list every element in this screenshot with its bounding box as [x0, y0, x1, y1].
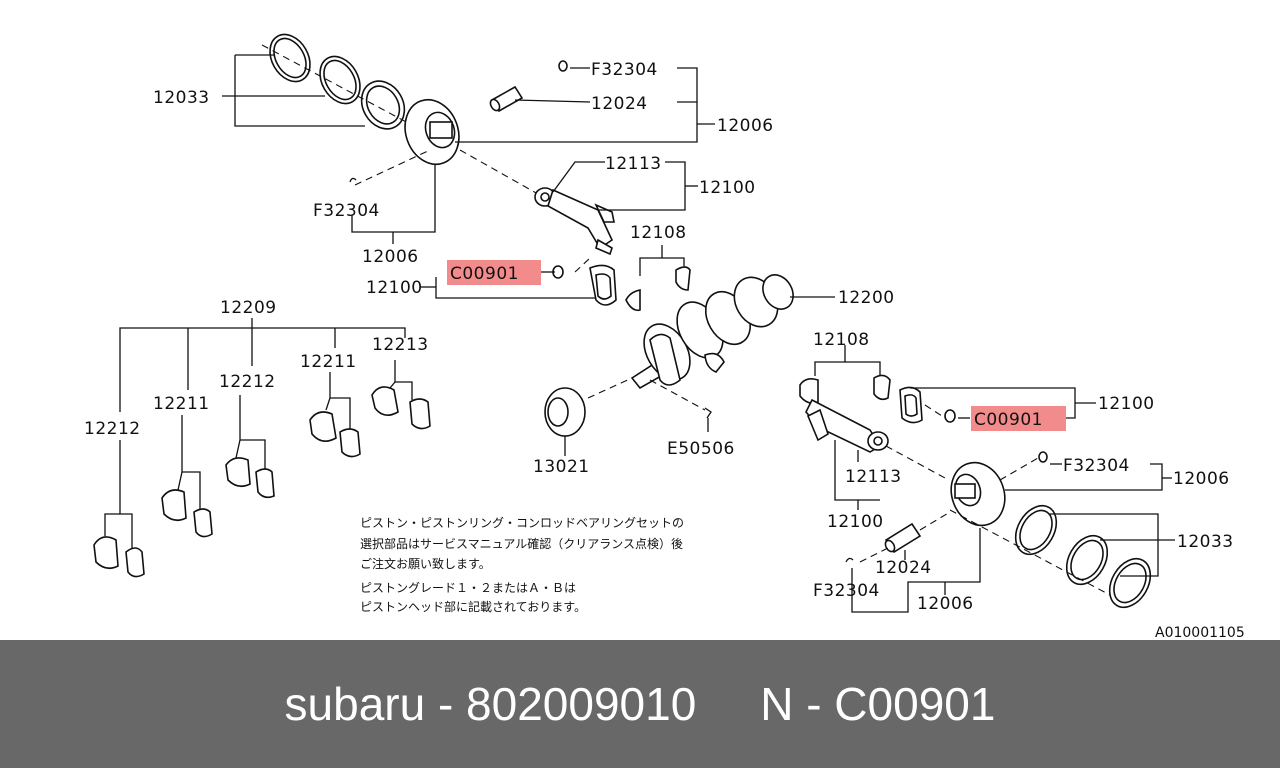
piston-rings-upper: [269, 33, 406, 130]
label-12006: 12006: [1173, 469, 1230, 489]
label-12006: 12006: [362, 247, 419, 267]
snap-ring-icon: [349, 177, 357, 183]
svg-text:ご注文お願い致します。: ご注文お願い致します。: [360, 556, 491, 571]
key-icon: [704, 407, 712, 419]
label-C00901[interactable]: C00901: [450, 264, 519, 284]
rod-cap-upper: [552, 264, 617, 306]
label-12209: 12209: [220, 298, 277, 318]
diagram-code: A010001105: [1155, 625, 1245, 640]
snap-ring-icon: [845, 557, 854, 563]
label-F32304: F32304: [591, 60, 658, 80]
label-F32304: F32304: [1063, 456, 1130, 476]
label-F32304: F32304: [813, 581, 880, 601]
piston-upper: [404, 98, 460, 166]
snap-ring-icon: [558, 60, 568, 72]
label-12113: 12113: [845, 467, 902, 487]
label-12024: 12024: [875, 558, 932, 578]
svg-text:ピストン・ピストンリング・コンロッドベアリングセットの: ピストン・ピストンリング・コンロッドベアリングセットの: [360, 516, 684, 530]
label-13021: 13021: [533, 457, 590, 477]
snap-ring-icon: [1038, 451, 1048, 463]
bearing-12212-a: [225, 457, 275, 499]
bearing-12211-a: [309, 411, 361, 458]
footer-banner: subaru - 802009010 N - C00901: [0, 640, 1280, 768]
label-12211: 12211: [153, 394, 210, 414]
label-12211: 12211: [300, 352, 357, 372]
label-12212: 12212: [219, 372, 276, 392]
highlight-C00901: [971, 406, 1066, 431]
svg-text:選択部品はサービスマニュアル確認（クリアランス点検）後: 選択部品はサービスマニュアル確認（クリアランス点検）後: [360, 536, 683, 551]
label-12033: 12033: [153, 88, 210, 108]
note-block: ピストン・ピストンリング・コンロッドベアリングセットの 選択部品はサービスマニュ…: [360, 516, 684, 614]
label-12024: 12024: [591, 94, 648, 114]
label-12100: 12100: [827, 512, 884, 532]
label-F32304: F32304: [313, 201, 380, 221]
rod-cap-lower: [899, 386, 956, 424]
connecting-rod-upper: [534, 187, 615, 256]
piston-pin-lower: [884, 522, 922, 554]
label-12200: 12200: [838, 288, 895, 308]
crankshaft: [630, 274, 794, 390]
connecting-rod-lower: [805, 398, 889, 453]
parts-diagram: F32304 12024 12006 12033 F32304 12006 12…: [84, 33, 1245, 640]
bearing-12108-upper: [625, 266, 691, 312]
crank-sprocket: [544, 387, 586, 437]
bearing-12211-b: [161, 489, 213, 538]
label-12108: 12108: [630, 223, 687, 243]
label-12006: 12006: [717, 116, 774, 136]
svg-text:ピストンヘッド部に記載されております。: ピストンヘッド部に記載されております。: [360, 599, 586, 614]
label-12108: 12108: [813, 330, 870, 350]
footer-part-title: subaru - 802009010 N - C00901: [284, 678, 996, 730]
piston-lower: [950, 461, 1006, 527]
piston-rings-lower: [1014, 504, 1152, 609]
svg-text:ピストングレード１・２またはＡ・Ｂは: ピストングレード１・２またはＡ・Ｂは: [360, 581, 576, 595]
highlight-C00901: [447, 260, 541, 285]
label-12113: 12113: [605, 154, 662, 174]
piston-pin-upper: [489, 85, 524, 113]
label-12100: 12100: [1098, 394, 1155, 414]
label-12033: 12033: [1177, 532, 1234, 552]
label-12100: 12100: [366, 278, 423, 298]
bearing-12108-lower: [799, 374, 891, 404]
label-C00901[interactable]: C00901: [974, 410, 1043, 430]
bearing-12213: [371, 386, 431, 430]
label-E50506: E50506: [667, 439, 735, 459]
label-12212: 12212: [84, 419, 141, 439]
label-12213: 12213: [372, 335, 429, 355]
bearing-12212-b: [93, 536, 145, 578]
label-12100: 12100: [699, 178, 756, 198]
label-12006: 12006: [917, 594, 974, 614]
